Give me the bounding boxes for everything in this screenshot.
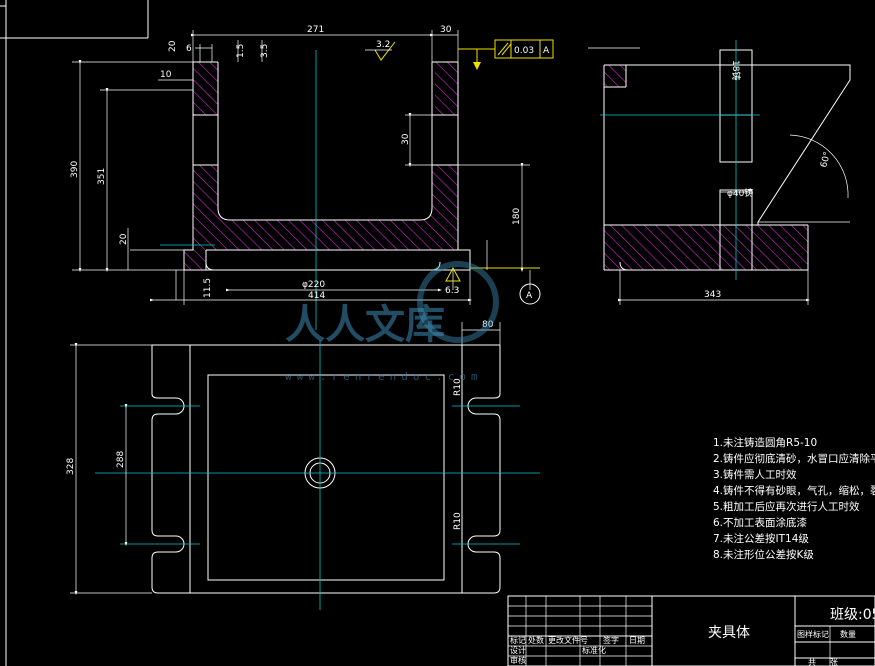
roughness-6-3: 6.3 xyxy=(445,286,459,296)
tb-qty: 数量 xyxy=(840,629,856,639)
tb-date: 日期 xyxy=(629,636,645,645)
title-block: 标记 处数 更改文件号 签字 日期 设计 标准化 审核 图样标记 数量 共 张 … xyxy=(507,595,875,666)
dim-351: 351 xyxy=(97,168,107,185)
dim-phi220: φ220 xyxy=(302,280,325,290)
note-6: 6.不加工表面涂底漆 xyxy=(713,516,808,529)
dim-11-5: 11.5 xyxy=(203,278,213,298)
note-7: 7.未注公差按IT14级 xyxy=(713,532,809,545)
tb-drawing-mark: 图样标记 xyxy=(797,629,829,639)
tolerance-value: 0.03 xyxy=(514,46,534,56)
dim-6: 6 xyxy=(186,44,192,54)
note-4: 4.铸件不得有砂眼，气孔，缩松，裂纹等 xyxy=(713,484,875,497)
dim-30b: 30 xyxy=(401,133,411,145)
tb-standard: 标准化 xyxy=(582,645,606,655)
tb-mark: 标记 xyxy=(510,635,526,645)
dim-180: 180 xyxy=(512,208,522,225)
note-1: 1.未注铸造圆角R5-10 xyxy=(713,436,817,449)
dim-20: 20 xyxy=(168,40,178,52)
datum-a-label: A xyxy=(526,291,533,301)
technical-notes: 1.未注铸造圆角R5-10 2.铸件应彻底清砂，水冒口应清除平 3.铸件需人工时… xyxy=(713,436,875,561)
tolerance-datum: A xyxy=(543,46,550,56)
drawing-frame xyxy=(0,0,149,666)
tb-design: 设计 xyxy=(510,645,526,655)
dim-20b: 20 xyxy=(119,233,129,245)
class-label: 班级:05机 xyxy=(830,607,875,623)
note-3: 3.铸件需人工时效 xyxy=(713,468,797,481)
tb-sign: 签字 xyxy=(603,635,619,645)
tb-change-doc: 更改文件号 xyxy=(548,635,588,645)
tb-total: 共 xyxy=(808,658,816,666)
tolerance-frame xyxy=(458,39,554,70)
note-8: 8.未注形位公差按K级 xyxy=(713,548,814,561)
dim-390: 390 xyxy=(70,161,80,178)
tb-count: 处数 xyxy=(528,635,544,645)
dim-r10-lower: R10 xyxy=(453,512,463,530)
tb-sheet: 张 xyxy=(830,658,838,666)
front-section-hatch xyxy=(184,62,458,270)
dim-10: 10 xyxy=(160,70,172,80)
tb-review: 审核 xyxy=(510,655,526,665)
dim-18: 18铸 xyxy=(730,60,742,80)
drawing-title: 夹具体 xyxy=(708,625,750,641)
watermark: 人人文库 www.renrendoc.com xyxy=(285,261,499,383)
note-2: 2.铸件应彻底清砂，水冒口应清除平 xyxy=(713,452,875,465)
dim-angle: 60° xyxy=(819,151,833,169)
roughness-value: 3.2 xyxy=(376,40,390,50)
dim-328: 328 xyxy=(66,458,76,475)
dim-1-5: 1.5 xyxy=(236,44,246,58)
top-view: 328 288 80 R10 R10 xyxy=(66,320,540,610)
note-5: 5.粗加工后应再次进行人工时效 xyxy=(713,500,860,513)
dim-3-5: 3.5 xyxy=(260,44,270,58)
front-view: 271 30 20 6 1.5 3.5 10 390 351 20 180 30… xyxy=(70,25,554,330)
side-view: 18铸 φ40铸 343 60° xyxy=(588,40,851,305)
watermark-text: 人人文库 xyxy=(285,302,445,348)
dim-343: 343 xyxy=(704,290,721,300)
dim-414: 414 xyxy=(308,291,325,301)
watermark-url: www.renrendoc.com xyxy=(285,370,483,383)
dim-80: 80 xyxy=(482,320,494,330)
dim-271: 271 xyxy=(307,25,324,35)
dim-r10-upper: R10 xyxy=(453,378,463,396)
dim-288: 288 xyxy=(116,451,126,468)
dim-30: 30 xyxy=(440,25,452,35)
dim-phi40: φ40铸 xyxy=(727,187,753,199)
